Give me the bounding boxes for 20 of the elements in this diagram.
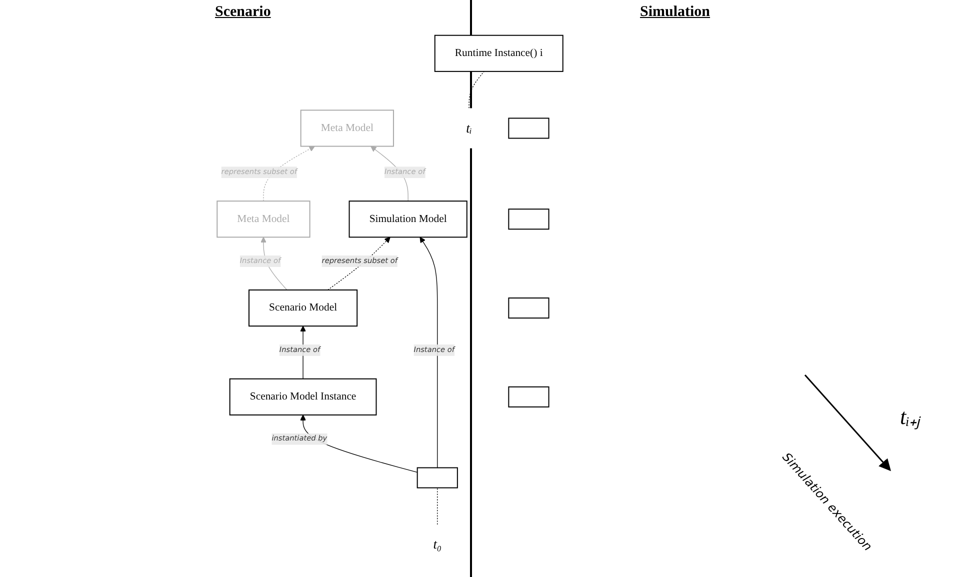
arrow — [327, 236, 390, 290]
column-heading: Simulation — [640, 4, 710, 21]
connector — [468, 71, 484, 109]
node-box — [508, 386, 550, 408]
time-label: tᵢ₊ⱼ — [900, 403, 921, 430]
node-box — [508, 208, 550, 230]
connector — [437, 487, 438, 525]
node-box: Meta Model — [216, 200, 310, 238]
node-box: Simulation Model — [348, 200, 468, 238]
node-box — [416, 467, 458, 488]
node-box — [508, 118, 550, 139]
node-box: Runtime Instance() i — [434, 34, 564, 72]
node-box: Scenario Model Instance — [229, 378, 377, 416]
node-box: Scenario Model — [248, 289, 358, 327]
node-text: t₀ — [433, 537, 442, 552]
node-box — [508, 298, 550, 319]
node-box: Meta Model — [300, 110, 394, 147]
arrow — [263, 146, 315, 202]
column-heading: Scenario — [215, 4, 271, 21]
arrow — [420, 236, 438, 468]
